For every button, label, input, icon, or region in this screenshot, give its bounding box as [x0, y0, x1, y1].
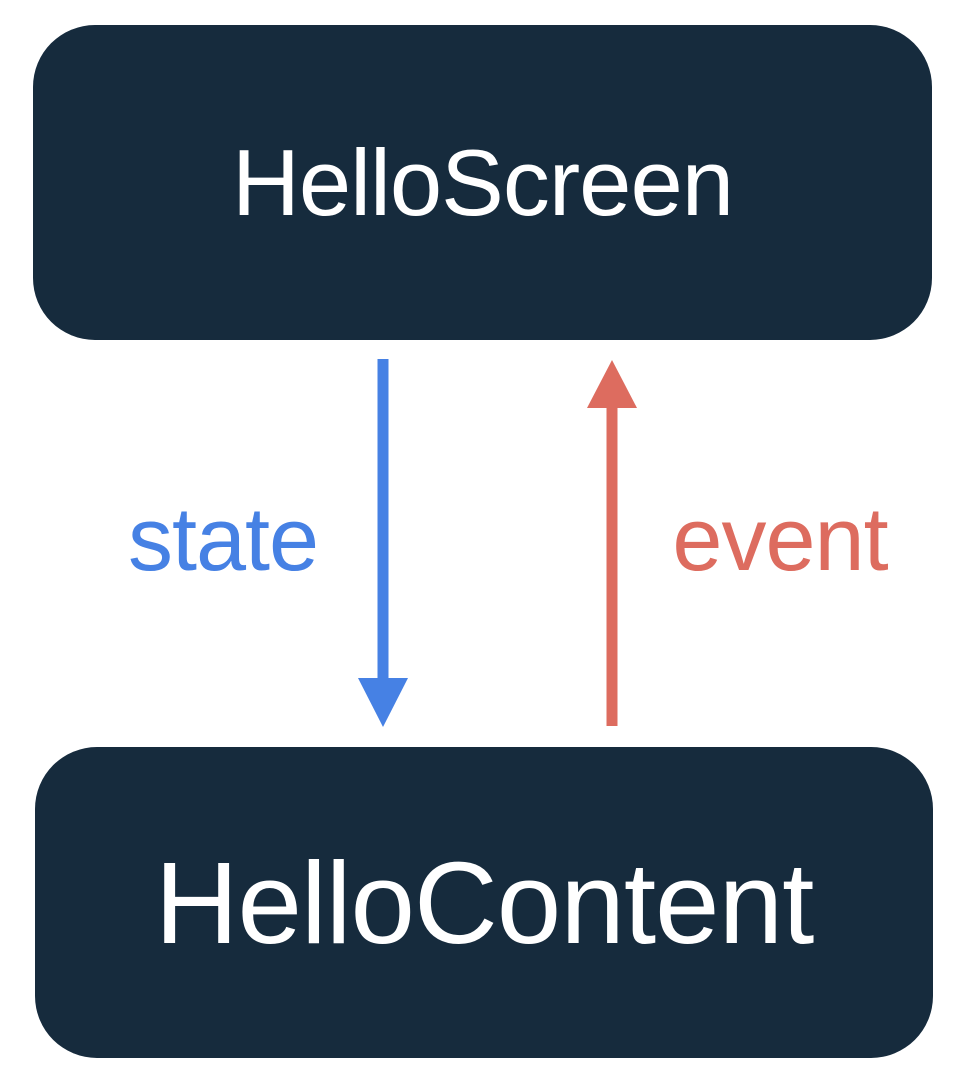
state-arrow-down-icon [358, 359, 408, 727]
state-arrow-head [358, 678, 408, 727]
state-arrow-shaft [377, 359, 389, 681]
hello-screen-label: HelloScreen [231, 129, 734, 235]
event-arrow-up-icon [587, 360, 637, 726]
hello-content-label: HelloContent [154, 837, 815, 968]
state-label: state [127, 490, 319, 590]
hello-content-box: HelloContent [35, 747, 933, 1058]
event-label: event [672, 490, 888, 590]
hello-screen-box: HelloScreen [33, 25, 932, 340]
event-arrow-head [587, 360, 637, 408]
event-arrow-shaft [606, 406, 618, 726]
